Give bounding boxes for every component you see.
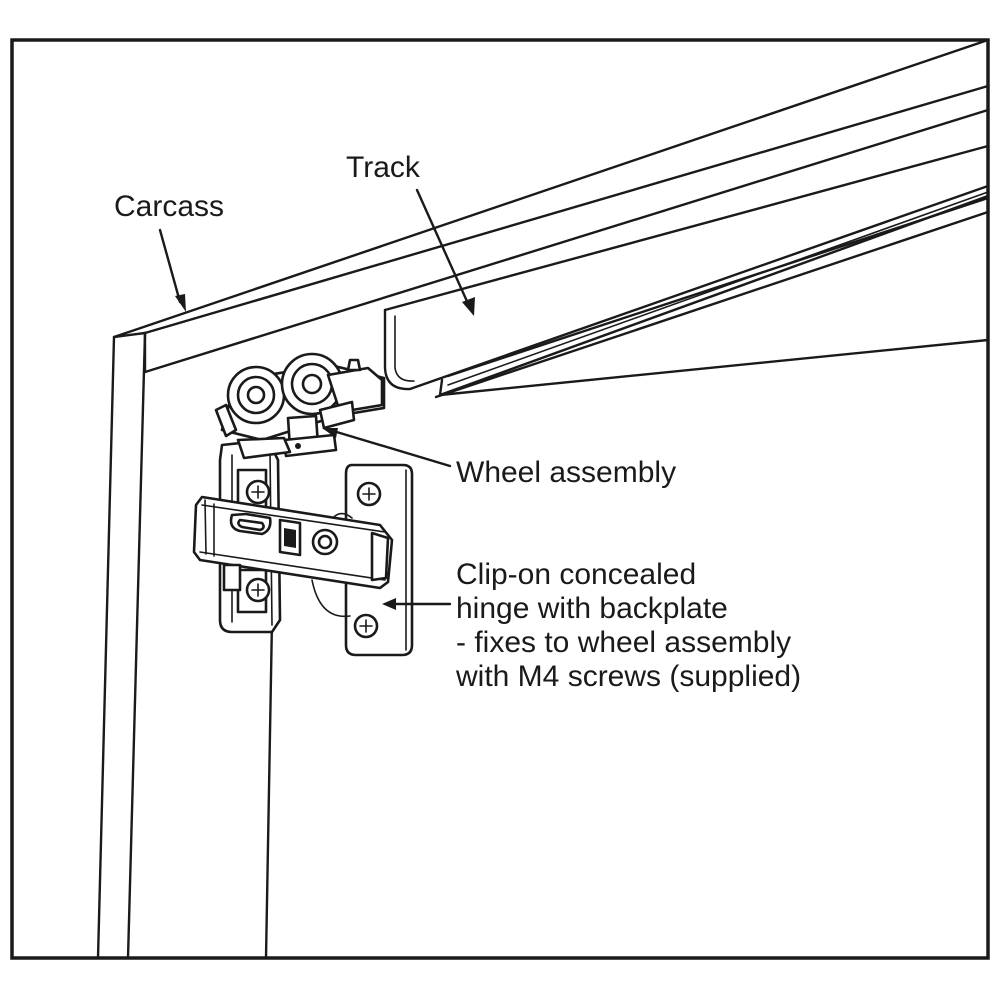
label-track: Track xyxy=(346,151,421,184)
carcass-panel xyxy=(96,38,990,960)
diagram-border xyxy=(10,38,990,960)
track-rail xyxy=(383,144,990,399)
label-hinge-line-3: - fixes to wheel assembly xyxy=(456,626,791,659)
label-hinge-line-1: Clip-on concealed xyxy=(456,558,696,591)
hinge-arm xyxy=(192,495,394,592)
label-wheel-assembly: Wheel assembly xyxy=(456,456,676,489)
wheel-assembly xyxy=(214,352,386,460)
door-edge-line xyxy=(264,618,274,960)
label-carcass: Carcass xyxy=(114,190,224,223)
label-hinge-line-4: with M4 screws (supplied) xyxy=(455,660,801,693)
label-hinge-line-2: hinge with backplate xyxy=(456,592,728,625)
leader-lines xyxy=(158,188,475,610)
